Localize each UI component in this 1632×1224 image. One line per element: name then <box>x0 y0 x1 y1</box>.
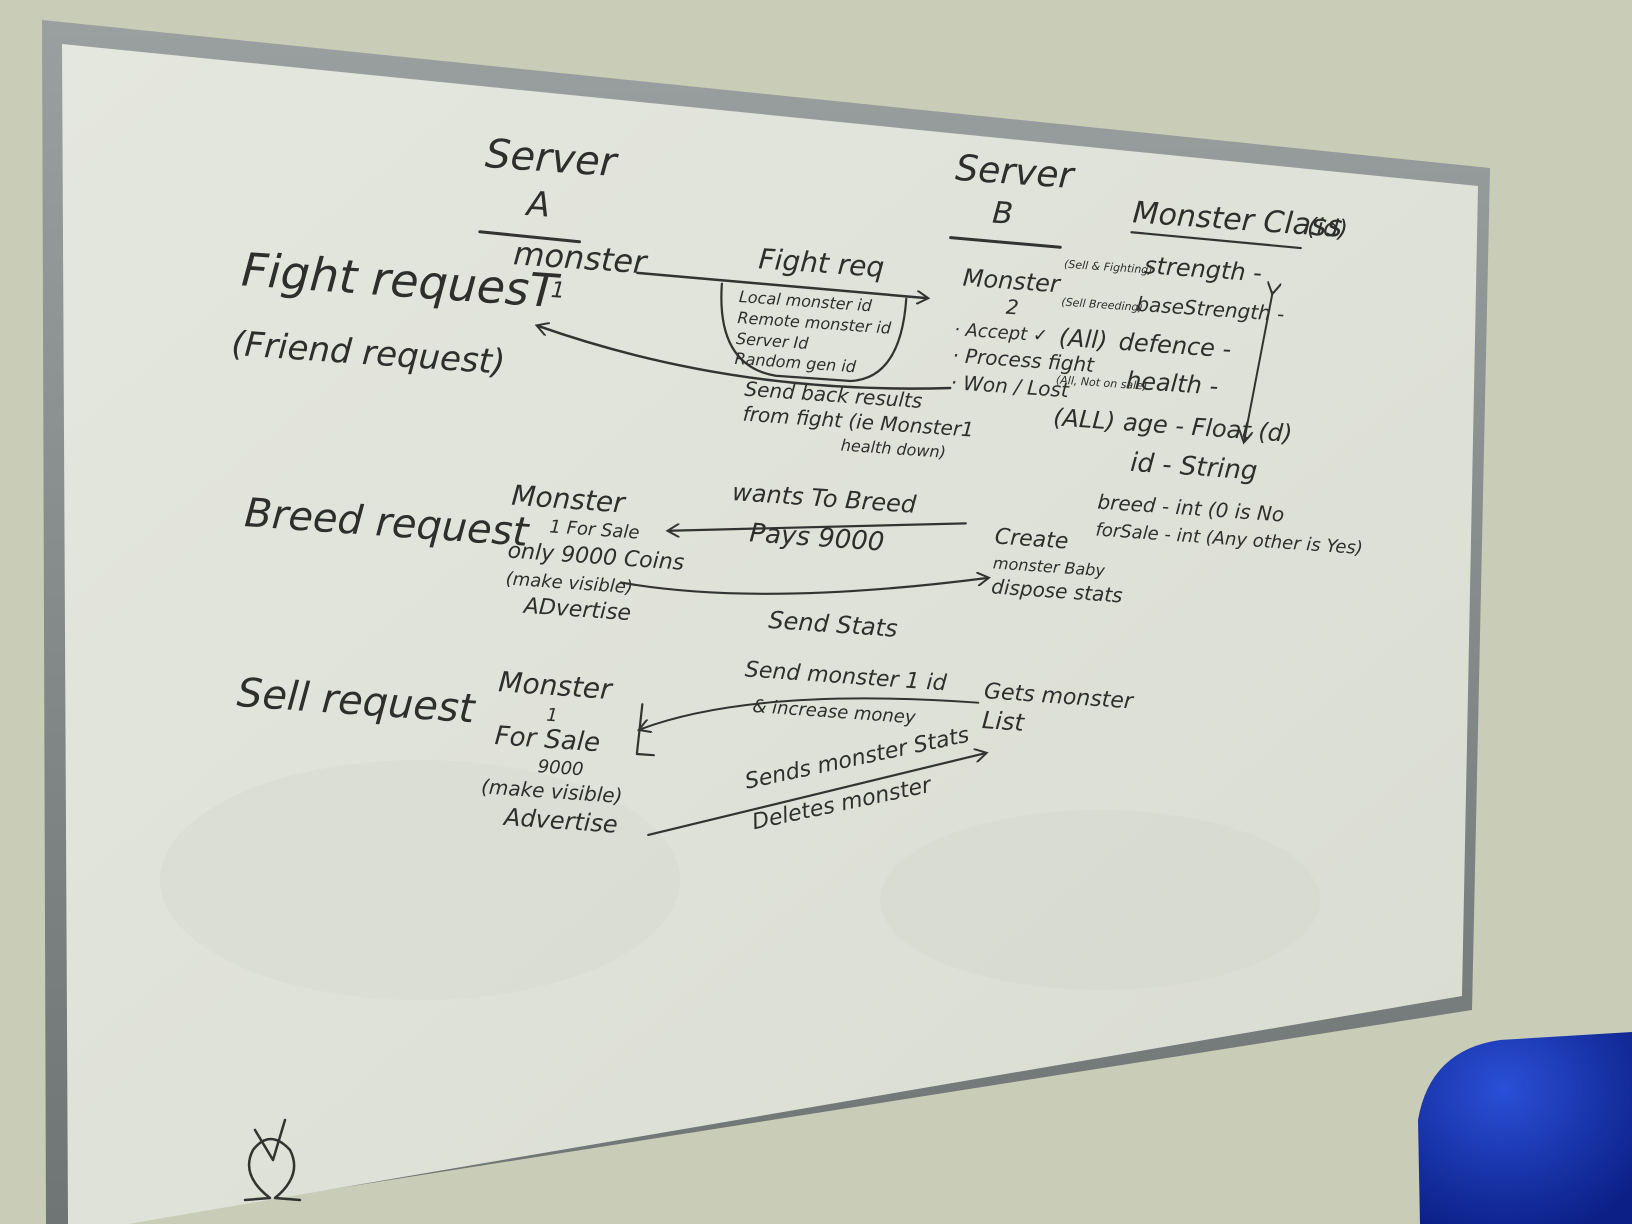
smudge <box>160 760 680 1000</box>
fight-monster-b-num: 2 <box>1005 295 1019 320</box>
sell-left: Monster <box>497 665 614 706</box>
fight-results-arrow <box>536 326 952 390</box>
server-b-underline <box>949 236 1062 249</box>
sell-right: List <box>981 706 1026 737</box>
breed-bottom-arrow <box>619 553 987 595</box>
sell-bottom-arrow <box>647 730 985 837</box>
server-b-title: Server <box>954 148 1077 197</box>
class-row-tag: (ALL) <box>1052 403 1116 435</box>
smudge <box>880 810 1320 990</box>
class-row-tag: (Sell Breeding) <box>1061 296 1143 315</box>
fight-arrow <box>636 271 927 298</box>
fight-monster-a-num: 1 <box>550 278 566 304</box>
fight-monster-a: monster <box>512 234 649 281</box>
server-a-title: Server <box>484 131 621 186</box>
breed-left: Monster <box>510 479 627 520</box>
sell-left: 9000 <box>537 756 584 780</box>
breed-right: Create <box>994 524 1069 554</box>
omega-doodle-icon <box>243 1118 302 1202</box>
class-row-tag: (Sell & Fighting) <box>1064 258 1153 277</box>
blue-chair <box>1418 1032 1632 1224</box>
sell-left: 1 <box>546 705 559 727</box>
class-row-text: health - <box>1125 366 1219 400</box>
class-row-tag: (All) <box>1058 323 1108 354</box>
class-row-tag: (All, Not on sale) <box>1056 373 1148 392</box>
server-a-letter: A <box>524 184 552 226</box>
server-a-underline <box>478 230 581 244</box>
sell-left: For Sale <box>494 721 601 758</box>
server-b-letter: B <box>991 196 1014 232</box>
breed-top-arrow <box>670 522 967 552</box>
monster-class-title-suffix: (id) <box>1306 213 1348 244</box>
sell-top-arrow <box>641 697 980 752</box>
class-range-arrow <box>1244 291 1272 442</box>
monster-class-underline <box>1130 231 1302 250</box>
fight-monster-b: Monster <box>962 264 1063 299</box>
fight-fields-bowl <box>720 282 908 383</box>
